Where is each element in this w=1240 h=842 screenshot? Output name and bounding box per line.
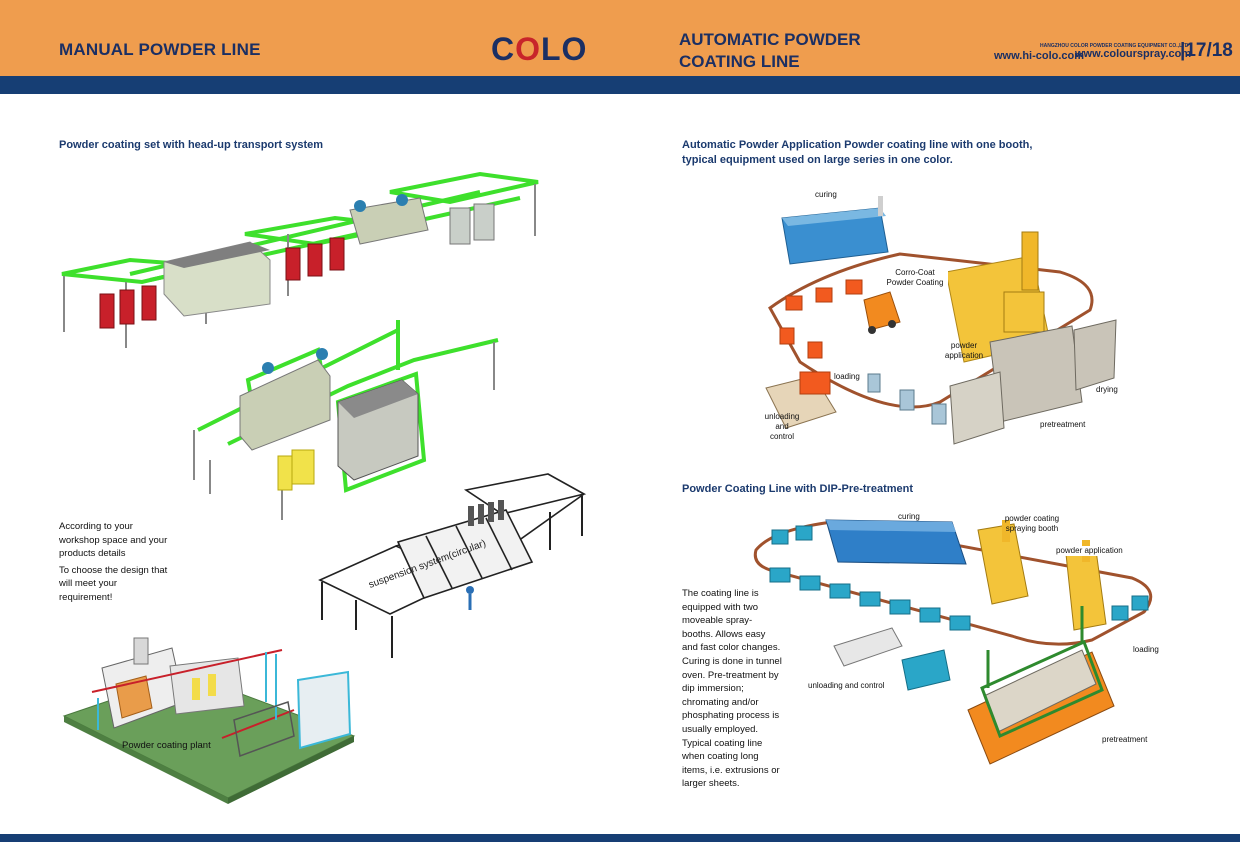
desc-line: usually employed. — [682, 723, 759, 735]
label-loading-bottom: loading — [1133, 645, 1159, 654]
label-corro-line1: Corro-Coat — [895, 268, 935, 277]
desc-line: moveable spray- — [682, 615, 753, 627]
desc-line: dip immersion; — [682, 683, 744, 695]
label-unloading-line2: and — [775, 422, 789, 431]
desc-line: items, i.e. extrusions or — [682, 764, 780, 776]
desc-line: Typical coating line — [682, 737, 763, 749]
label-curing-bottom: curing — [898, 512, 920, 521]
right-title-line2: COATING LINE — [679, 52, 800, 71]
left-note-line4: To choose the design that — [59, 564, 168, 576]
right-top-heading: Automatic Powder Application Powder coat… — [682, 138, 1032, 168]
desc-line: Curing is done in tunnel — [682, 655, 782, 667]
label-curing-top: curing — [815, 190, 837, 199]
green-booth-line-illustration — [193, 320, 499, 520]
left-note-line3: products details — [59, 548, 126, 560]
label-unloading-top: unloading and control — [762, 412, 802, 442]
label-corro-line2: Powder Coating — [886, 278, 944, 287]
desc-line: oven. Pre-treatment by — [682, 669, 779, 681]
desc-line: The coating line is — [682, 588, 759, 599]
left-note: According to your workshop space and you… — [59, 520, 167, 605]
label-booth-line2: spraying booth — [1005, 524, 1059, 533]
page-number: |17/18 — [1180, 40, 1233, 61]
desc-line: phosphating process is — [682, 710, 780, 722]
label-powder-application-top: powder application — [938, 341, 990, 361]
right-description: The coating line is equipped with two mo… — [682, 587, 782, 791]
desc-line: and fast color changes. — [682, 642, 781, 654]
page-number-value: 17/18 — [1185, 40, 1233, 61]
suspension-system-circular-illustration: suspension system(circular) — [318, 473, 587, 658]
label-drying: drying — [1096, 385, 1118, 394]
label-corro-coat: Corro-Coat Powder Coating — [882, 268, 948, 288]
right-top-heading-line1: Automatic Powder Application Powder coat… — [682, 139, 1033, 151]
label-spraying-booth: powder coating spraying booth — [1000, 514, 1064, 534]
right-bottom-heading: Powder Coating Line with DIP-Pre-treatme… — [682, 483, 914, 495]
dip-pretreatment-line-illustration — [753, 519, 1153, 765]
page-header — [0, 0, 1240, 76]
head-up-transport-line-illustration — [61, 171, 539, 348]
website-link-2[interactable]: www.colourspray.com — [1075, 48, 1192, 60]
powder-coating-plant-illustration — [62, 637, 356, 804]
left-page-title: MANUAL POWDER LINE — [59, 40, 261, 59]
company-name: HANGZHOU COLOR POWDER COATING EQUIPMENT … — [1040, 43, 1189, 49]
label-powder-application-bottom: powder application — [1056, 546, 1123, 556]
desc-line: booths. Allows easy — [682, 628, 766, 640]
automatic-line-one-booth-illustration — [765, 196, 1117, 445]
desc-line: equipped with two — [682, 601, 759, 613]
plant-label: Powder coating plant — [122, 740, 211, 751]
desc-line: when coating long — [682, 751, 759, 763]
label-pretreatment-bottom: pretreatment — [1102, 735, 1148, 744]
label-unloading-line3: control — [769, 432, 794, 441]
label-pretreatment-top: pretreatment — [1040, 420, 1086, 429]
label-unloading-line1: unloading — [764, 412, 800, 421]
label-powder-line2: application — [944, 351, 984, 360]
right-page-title: AUTOMATIC POWDER COATING LINE — [679, 29, 861, 73]
label-powder-line1: powder — [950, 341, 978, 350]
label-unloading-bottom: unloading and control — [808, 681, 885, 690]
desc-line: chromating and/or — [682, 696, 759, 708]
label-booth-line1: powder coating — [1004, 514, 1060, 523]
left-note-line2: workshop space and your — [59, 534, 168, 546]
left-note-line5: will meet your — [59, 578, 118, 590]
left-note-line1: According to your — [59, 521, 133, 532]
colo-logo: COLO — [491, 31, 588, 67]
header-band — [0, 76, 1240, 94]
website-link-1[interactable]: www.hi-colo.com — [994, 50, 1085, 62]
left-section-heading: Powder coating set with head-up transpor… — [59, 139, 324, 151]
right-top-heading-line2: typical equipment used on large series i… — [682, 154, 953, 166]
label-loading-top: loading — [834, 372, 860, 381]
desc-line: larger sheets. — [682, 778, 740, 790]
right-title-line1: AUTOMATIC POWDER — [679, 30, 861, 49]
left-note-line6: requirement! — [59, 591, 113, 603]
footer-band — [0, 834, 1240, 842]
